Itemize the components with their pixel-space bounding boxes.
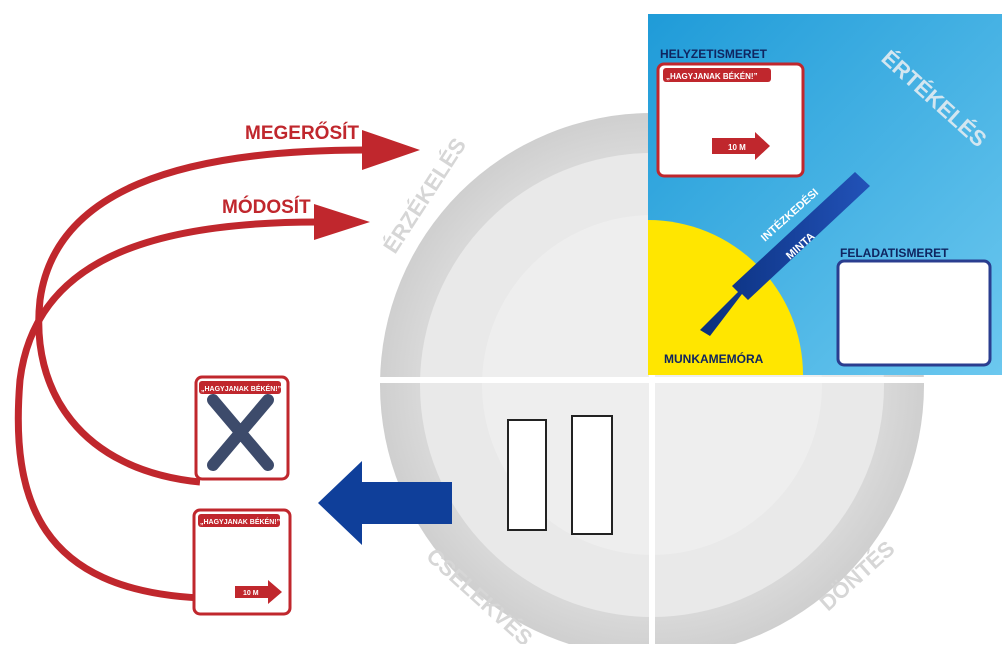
accepted-speech: „HAGYJANAK BÉKÉN!” [200, 517, 280, 526]
left-cards [194, 377, 290, 614]
task-card [838, 261, 990, 365]
reinforce-label: MEGERŐSÍT [245, 122, 359, 144]
rejected-speech: „HAGYJANAK BÉKÉN!” [201, 384, 281, 393]
pattern-block-right [572, 416, 612, 534]
modify-label: MÓDOSÍT [222, 196, 311, 218]
situation-distance: 10 M [728, 143, 746, 152]
pattern-block-left [508, 420, 546, 530]
situation-speech: „HAGYJANAK BÉKÉN!” [666, 72, 758, 81]
reinforce-arrowhead [362, 130, 420, 170]
accepted-distance: 10 M [243, 590, 259, 597]
working-memory-label: MUNKAMEMÓRA [664, 351, 764, 366]
modify-arrowhead [314, 204, 370, 240]
situation-title: HELYZETISMERET [660, 47, 768, 61]
task-title: FELADATISMERET [840, 246, 949, 260]
